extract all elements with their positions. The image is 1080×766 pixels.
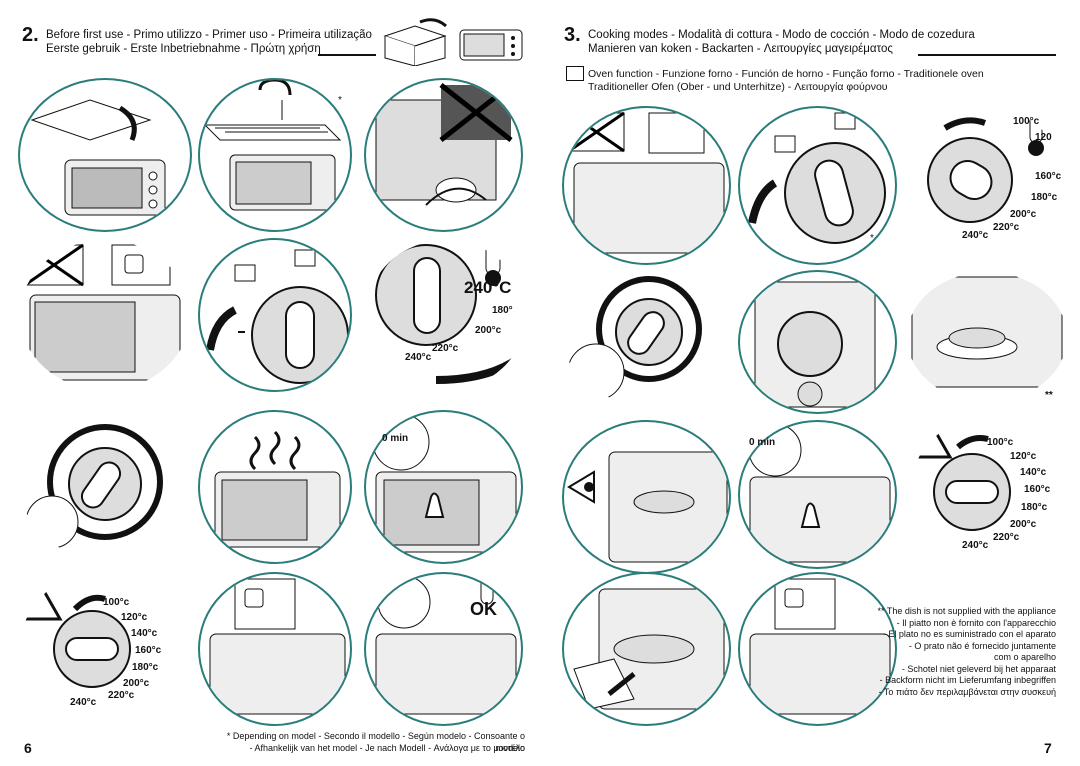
- r-temp-100: 100°c: [1013, 116, 1040, 127]
- temp-200-left: 200°c: [123, 678, 150, 689]
- illus-wash: [198, 78, 352, 232]
- page-number-left: 6: [24, 740, 32, 756]
- illus-temp-knob: [364, 238, 528, 392]
- r2-temp-140: 140°c: [1020, 467, 1047, 478]
- temp-120-left: 120°c: [121, 612, 148, 623]
- footnote-marker-right: *: [870, 233, 874, 244]
- illus-unplug-plug: [18, 238, 192, 392]
- temp-220: 220°c: [432, 343, 459, 354]
- dish-note-line-4: - O prato não é fornecido juntamente: [908, 640, 1056, 651]
- oven-function-icon: [566, 66, 584, 81]
- page-number-right: 7: [1044, 740, 1052, 756]
- dish-note-line-7: - Backform nicht im Lieferumfang inbegri…: [879, 675, 1056, 685]
- dish-note: ** The dish is not supplied with the app…: [860, 606, 1056, 698]
- illus-unbox: [18, 78, 192, 232]
- r2-temp-180: 180°c: [1021, 502, 1048, 513]
- temp-240-left: 240°c: [70, 697, 97, 708]
- illus-bell: [364, 410, 523, 564]
- r-temp-240: 240°c: [962, 230, 989, 241]
- illus-r-watch: [562, 420, 731, 574]
- illus-r-timer: [562, 272, 726, 406]
- section-number-2: 2.: [22, 24, 39, 46]
- title-rule: [318, 54, 376, 56]
- dish-note-line-6: - Schotel niet geleverd bij het apparaat: [901, 663, 1056, 674]
- illus-r-remove-dish: [562, 572, 731, 726]
- temp-180: 180°: [492, 305, 513, 316]
- r2-temp-120: 120°c: [1010, 451, 1037, 462]
- section-title-line1: Before first use - Primo utilizzo - Prim…: [46, 29, 372, 41]
- footnote-line2: - Afhankelijk van het model - Je nach Mo…: [249, 743, 525, 753]
- illus-no-scrub: [364, 78, 523, 232]
- zero-min-left: 0 min: [382, 433, 409, 444]
- illus-cooldown: [364, 572, 523, 726]
- double-asterisk: **: [1045, 390, 1053, 401]
- r2-temp-200: 200°c: [1010, 519, 1037, 530]
- illus-r-temp-knob: [908, 106, 1067, 260]
- footnote-line1: * Depending on model - Secondo il modell…: [226, 731, 525, 753]
- temp-240: 240°c: [405, 352, 432, 363]
- dish-note-line-3: - El plato no es suministrado con el apa…: [882, 629, 1056, 639]
- r2-temp-100: 100°c: [987, 437, 1014, 448]
- illus-unplug: [198, 572, 352, 726]
- temp-160-left: 160°c: [135, 645, 162, 656]
- temp-200: 200°c: [475, 325, 502, 336]
- unboxing-illustration: [383, 18, 523, 66]
- illus-r-temp-dial: [908, 415, 1067, 569]
- r2-temp-220: 220°c: [993, 532, 1020, 543]
- section-title-line2: Eerste gebruik - Erste Inbetriebnahme - …: [46, 43, 321, 55]
- illus-timer-knob: [18, 410, 177, 559]
- temp-140-left: 140°c: [131, 628, 158, 639]
- r-temp-180: 180°c: [1031, 192, 1058, 203]
- illus-r-panel: [738, 270, 897, 414]
- r-temp-220: 220°c: [993, 222, 1020, 233]
- illus-r-dish: [905, 270, 1069, 404]
- dish-note-line-1: ** The dish is not supplied with the app…: [877, 606, 1056, 616]
- temp-240-large: 240°C: [464, 278, 512, 297]
- oven-function-line1: Oven function - Funzione forno - Función…: [588, 68, 984, 80]
- r-temp-200: 200°c: [1010, 209, 1037, 220]
- r-temp-160: 160°c: [1035, 171, 1062, 182]
- illus-temp-dial: [18, 572, 172, 726]
- section-number-3: 3.: [564, 24, 581, 46]
- section3-title-line1: Cooking modes - Modalità di cottura - Mo…: [588, 29, 975, 41]
- dish-note-line-8: - Το πιάτο δεν περιλαμβάνεται στην συσκε…: [878, 686, 1056, 697]
- illus-r-unplug: [738, 572, 897, 726]
- temp-180-left: 180°c: [132, 662, 159, 673]
- oven-function-line2: Traditioneller Ofen (Ober - und Unterhit…: [588, 81, 888, 93]
- r2-temp-240: 240°c: [962, 540, 989, 551]
- r2-temp-160: 160°c: [1024, 484, 1051, 495]
- illus-r-bell: [738, 420, 897, 569]
- ok-label: OK: [470, 599, 497, 619]
- temp-100-left: 100°c: [103, 597, 130, 608]
- illus-r-unplug-plug: [562, 106, 731, 265]
- r-temp-120: 120: [1035, 132, 1052, 143]
- dish-note-line-2: - Il piatto non è fornito con l'apparecc…: [896, 617, 1056, 628]
- illus-mode-knob: [198, 238, 352, 392]
- footnote-marker: *: [338, 95, 342, 106]
- dish-note-line-5: com o aparelho: [993, 652, 1056, 662]
- zero-min-right: 0 min: [749, 437, 776, 448]
- section3-title-line2: Manieren van koken - Backarten - Λειτουρ…: [588, 43, 893, 55]
- temp-220-left: 220°c: [108, 690, 135, 701]
- illus-r-mode-knob: [738, 106, 897, 265]
- title-rule-right: [918, 54, 1056, 56]
- illus-preheat: [198, 410, 352, 564]
